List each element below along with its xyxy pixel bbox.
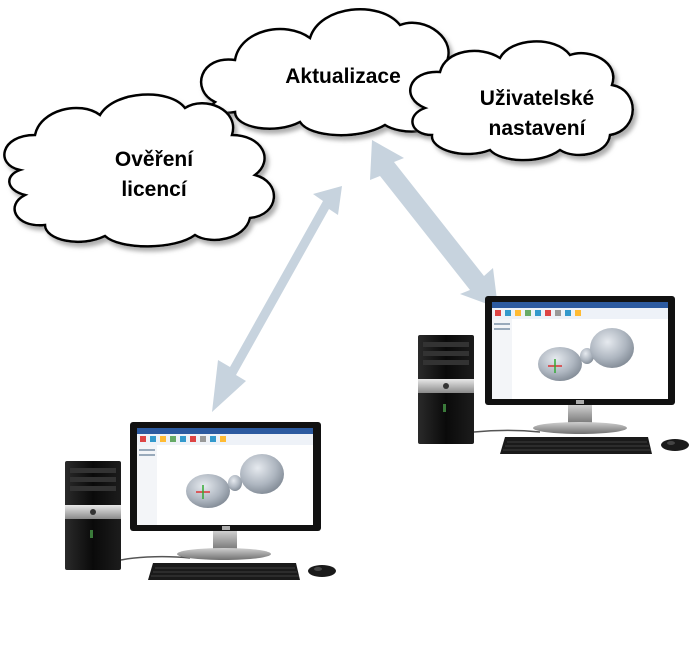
arrow-right-bidirectional xyxy=(370,140,498,308)
mouse-icon xyxy=(661,439,689,451)
arrow-left-bidirectional xyxy=(212,186,342,412)
monitor-icon xyxy=(130,422,321,531)
cloud-icon xyxy=(3,93,276,248)
keyboard-icon xyxy=(148,563,300,580)
cloud-label-uzivatelske-line1: Uživatelské xyxy=(480,87,594,110)
cloud-label-aktualizace: Aktualizace xyxy=(285,65,401,88)
desktop-computer-icon xyxy=(418,335,474,444)
workstation-right xyxy=(418,296,689,454)
cloud-label-uzivatelske-line2: nastavení xyxy=(489,117,587,140)
desktop-computer-icon xyxy=(65,461,121,570)
cloud-icon xyxy=(409,40,634,162)
cloud-label-overeni-line2: licencí xyxy=(121,178,188,201)
workstation-left xyxy=(65,422,336,580)
mouse-icon xyxy=(308,565,336,577)
cloud-uzivatelske-nastaveni xyxy=(409,40,634,162)
cloud-label-overeni-line1: Ověření xyxy=(115,148,194,171)
monitor-icon xyxy=(485,296,675,405)
keyboard-icon xyxy=(500,437,652,454)
cloud-overeni-licenci xyxy=(3,93,276,248)
